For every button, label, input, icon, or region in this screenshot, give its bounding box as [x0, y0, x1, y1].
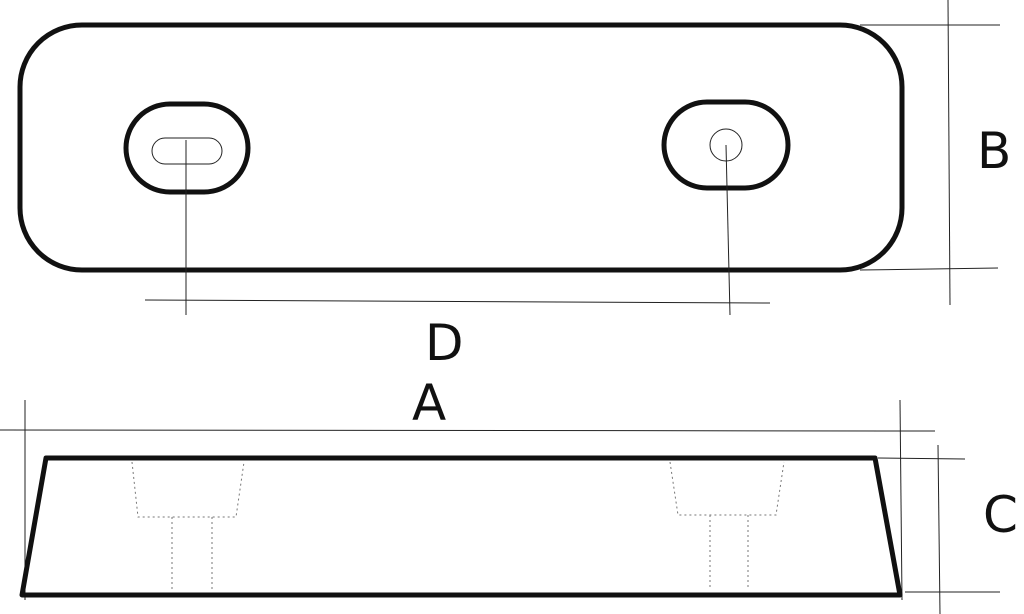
label-d: D	[425, 314, 464, 372]
right-insert-hidden	[669, 461, 785, 516]
dimension-b-ext-bottom	[859, 267, 999, 271]
dimension-b-line	[947, 0, 951, 306]
left-slot-hole	[123, 101, 251, 195]
label-a: A	[412, 374, 446, 432]
top-view	[17, 0, 1000, 316]
dimension-d-line	[144, 299, 771, 304]
side-view-outline	[19, 455, 903, 598]
label-c: C	[983, 486, 1018, 544]
left-insert-hidden	[131, 461, 245, 518]
right-hole-leader	[725, 144, 731, 316]
dimension-c-ext-top	[877, 457, 966, 460]
side-view	[0, 399, 1000, 614]
right-round-hole	[661, 99, 791, 191]
top-view-outline	[17, 22, 905, 273]
dimension-c-line	[937, 444, 941, 614]
left-slot-inner	[151, 137, 223, 165]
dimension-a-line	[0, 429, 936, 432]
label-b: B	[977, 122, 1011, 180]
dimension-a-ext-right	[899, 399, 903, 601]
